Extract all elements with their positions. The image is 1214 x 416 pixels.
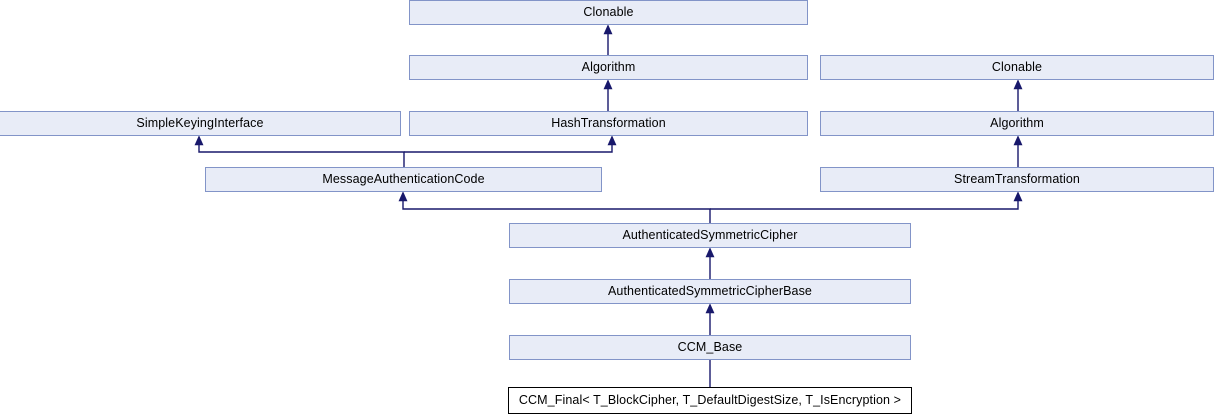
edge-algorithm-to-clonable xyxy=(603,24,613,55)
class-node-algorithm-mid[interactable]: Algorithm xyxy=(409,55,808,80)
edge-mac-to-parents xyxy=(194,135,617,167)
class-node-label: CCM_Base xyxy=(677,339,743,354)
class-node-label: Algorithm xyxy=(581,59,636,74)
class-node-hashtransformation[interactable]: HashTransformation xyxy=(409,111,808,136)
class-node-label: MessageAuthenticationCode xyxy=(322,171,485,186)
class-node-label: StreamTransformation xyxy=(954,171,1080,186)
class-node-label: SimpleKeyingInterface xyxy=(136,115,264,130)
class-node-label: CCM_Final< T_BlockCipher, T_DefaultDiges… xyxy=(518,392,902,407)
class-node-label: AuthenticatedSymmetricCipher xyxy=(622,227,798,242)
class-node-authenticatedsymmetriccipher[interactable]: AuthenticatedSymmetricCipher xyxy=(509,223,911,248)
class-node-ccm-final[interactable]: CCM_Final< T_BlockCipher, T_DefaultDiges… xyxy=(508,387,912,414)
class-node-label: Clonable xyxy=(583,4,634,19)
class-node-clonable-right[interactable]: Clonable xyxy=(820,55,1214,80)
edge-streamtransformation-to-algorithm-right xyxy=(1013,135,1023,167)
class-node-messageauthenticationcode[interactable]: MessageAuthenticationCode xyxy=(205,167,602,192)
class-node-label: HashTransformation xyxy=(551,115,666,130)
class-node-ccm-base[interactable]: CCM_Base xyxy=(509,335,911,360)
edge-algorithm-right-to-clonable-right xyxy=(1013,79,1023,111)
class-node-clonable-top[interactable]: Clonable xyxy=(409,0,808,25)
class-node-label: Clonable xyxy=(991,59,1043,74)
edge-ccmbase-to-ascbase xyxy=(705,303,715,335)
edge-hashtransformation-to-algorithm xyxy=(603,79,613,111)
edge-ascbase-to-asc xyxy=(705,247,715,279)
class-node-algorithm-right[interactable]: Algorithm xyxy=(820,111,1214,136)
edge-asc-to-parents xyxy=(398,191,1023,223)
class-node-label: AuthenticatedSymmetricCipherBase xyxy=(608,283,812,298)
class-node-streamtransformation[interactable]: StreamTransformation xyxy=(820,167,1214,192)
class-node-simplekeyinginterface[interactable]: SimpleKeyingInterface xyxy=(0,111,401,136)
class-node-authenticatedsymmetriccipherbase[interactable]: AuthenticatedSymmetricCipherBase xyxy=(509,279,911,304)
class-node-label: Algorithm xyxy=(990,115,1044,130)
